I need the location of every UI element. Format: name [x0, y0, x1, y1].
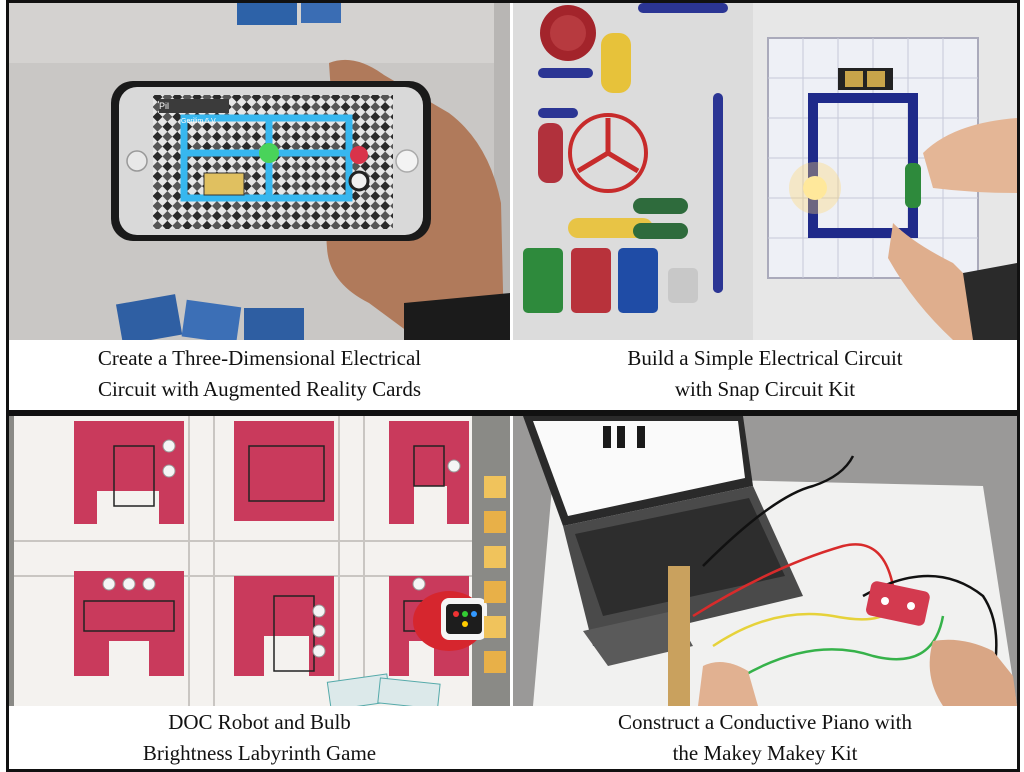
side-cards — [484, 476, 506, 673]
makey-makey-piano-photo — [513, 416, 1017, 706]
doc-robot — [413, 591, 487, 651]
caption-ar: Create a Three-Dimensional Electrical Ci… — [97, 346, 422, 401]
hand-left — [698, 662, 758, 706]
lit-bulb — [803, 176, 827, 200]
fan — [568, 113, 648, 193]
ar-circuit-photo: Pil Gerilim 6 V — [9, 3, 510, 340]
wooden-ruler — [668, 566, 690, 706]
hand-right — [929, 639, 1017, 706]
doc-robot-labyrinth-photo — [9, 416, 510, 706]
phone-battery-label: Pil — [159, 101, 169, 111]
phone-voltage-label: Gerilim 6 V — [181, 118, 216, 125]
caption-makey: Construct a Conductive Piano with the Ma… — [618, 710, 912, 765]
makey-makey-board — [866, 581, 930, 626]
caption-doc: DOC Robot and Bulb Brightness Labyrinth … — [142, 710, 377, 765]
snap-circuit-photo — [513, 3, 1017, 340]
hand-right-top — [923, 118, 1017, 193]
ar-cards-scattered — [115, 3, 341, 340]
caption-snap: Build a Simple Electrical Circuit with S… — [627, 346, 903, 401]
